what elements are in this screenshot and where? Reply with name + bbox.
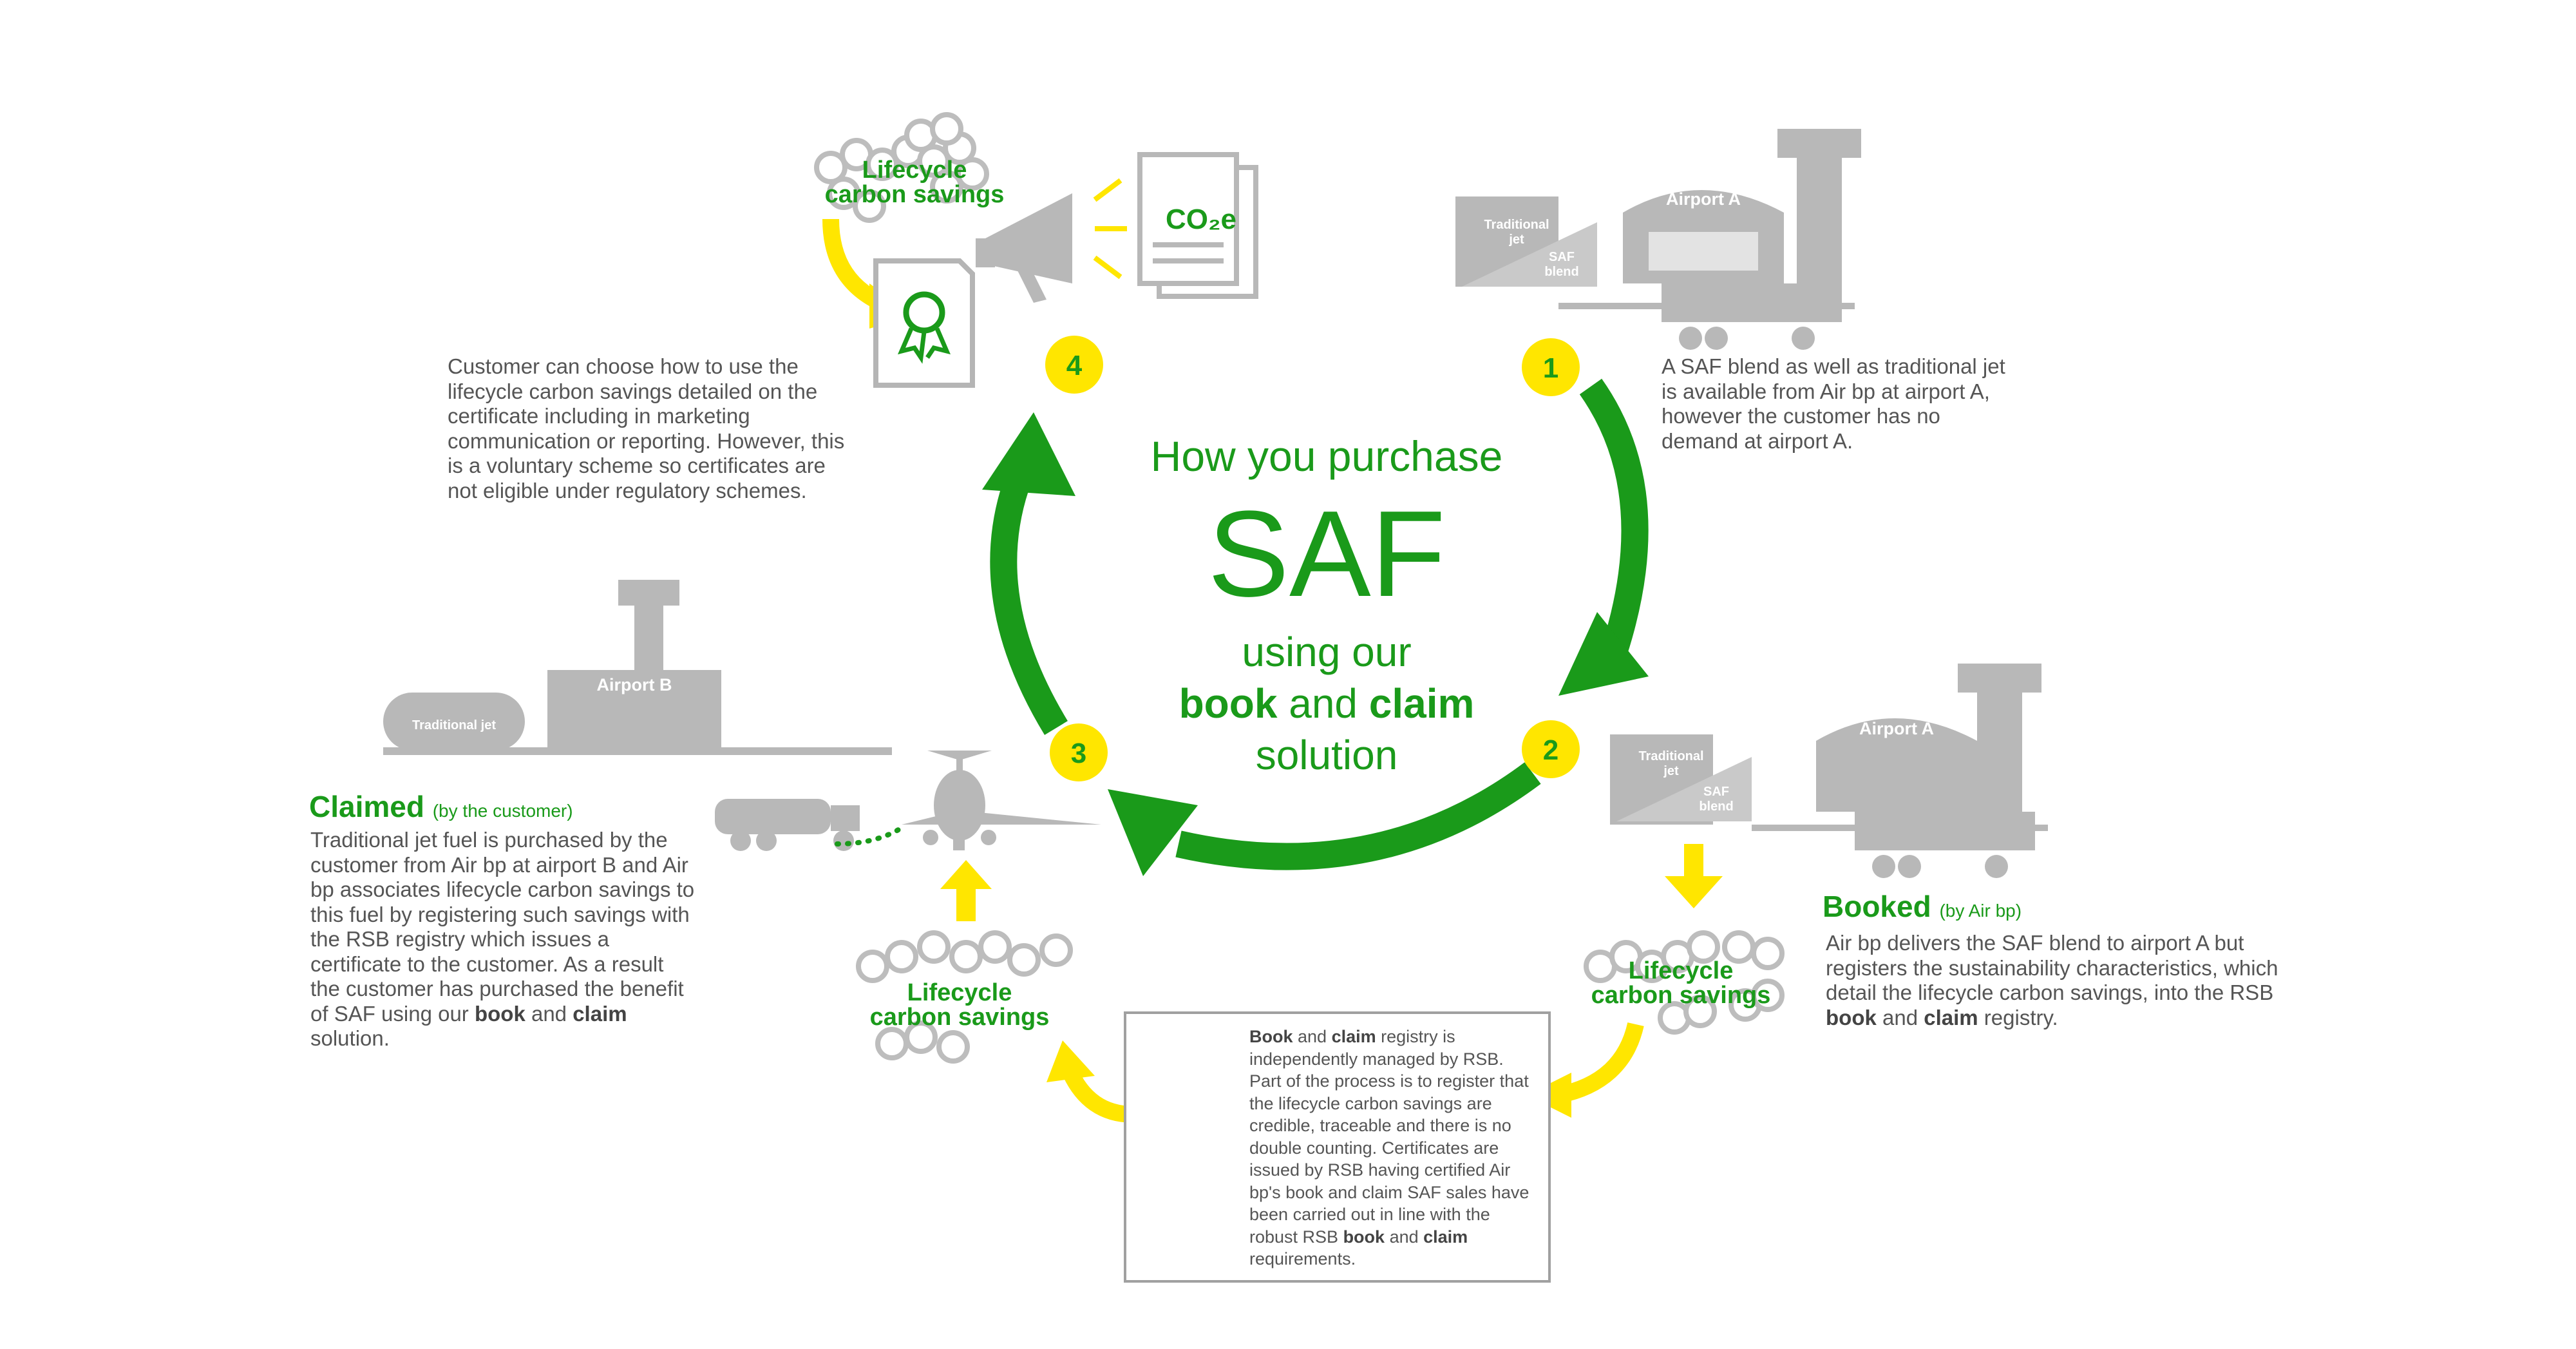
svg-text:jet: jet bbox=[1663, 764, 1679, 778]
announce-lines bbox=[1093, 178, 1127, 280]
title-claim: claim bbox=[1368, 680, 1475, 727]
molecule-cluster-right bbox=[1584, 930, 1785, 1035]
airport-b-illustration: Traditional jet Airport B bbox=[383, 580, 892, 755]
cycle-arrowhead-2 bbox=[1558, 612, 1649, 696]
cycle-arrowhead-4 bbox=[982, 412, 1075, 496]
megaphone-icon bbox=[976, 193, 1072, 303]
registry-box bbox=[1124, 1011, 1551, 1283]
airplane-icon bbox=[902, 751, 1101, 850]
title-line-5: solution bbox=[1255, 732, 1398, 778]
award-ribbon-icon bbox=[903, 291, 945, 334]
cycle-arc-1-to-2 bbox=[1579, 378, 1649, 668]
step-circle-4: 4 bbox=[1045, 336, 1103, 394]
svg-text:SAF: SAF bbox=[1549, 250, 1575, 264]
svg-text:blend: blend bbox=[1544, 265, 1578, 279]
fuel-dotted-line bbox=[835, 825, 904, 847]
fuel-truck-b bbox=[715, 799, 860, 851]
step-number-4: 4 bbox=[1066, 350, 1083, 381]
step1-description: A SAF blend as well as traditional jet i… bbox=[1662, 354, 2005, 453]
svg-text:Traditional: Traditional bbox=[1484, 218, 1549, 232]
title-line-3: using our bbox=[1242, 629, 1412, 675]
svg-text:SAF: SAF bbox=[1703, 785, 1729, 799]
step2-description: Air bp delivers the SAF blend to airport… bbox=[1826, 931, 2278, 1029]
step4-description: Customer can choose how to use the lifec… bbox=[448, 354, 845, 502]
title-line-1: How you purchase bbox=[1150, 432, 1503, 480]
step-circle-3: 3 bbox=[1050, 723, 1108, 781]
cycle-arrows bbox=[982, 378, 1649, 876]
control-tower-b bbox=[618, 580, 679, 606]
step3-description: Traditional jet fuel is purchased by the… bbox=[310, 828, 695, 1050]
svg-text:jet: jet bbox=[1508, 233, 1524, 247]
saf-blend-tank-top bbox=[1462, 222, 1597, 287]
svg-text:CO₂e: CO₂e bbox=[1166, 204, 1236, 235]
cycle-arrowhead-3 bbox=[1108, 789, 1198, 876]
traditional-jet-tank-b bbox=[383, 693, 525, 751]
yellow-curve-arrow-right bbox=[1557, 1022, 1644, 1104]
svg-text:Airport B: Airport B bbox=[597, 675, 672, 694]
yellow-down-arrow bbox=[1665, 844, 1723, 908]
svg-text:blend: blend bbox=[1699, 799, 1733, 814]
step-number-1: 1 bbox=[1543, 352, 1558, 384]
step3-title: Claimed (by the customer) bbox=[309, 790, 573, 823]
registry-description: Book and claim registry is independently… bbox=[1249, 1027, 1530, 1268]
title-saf: SAF bbox=[1208, 486, 1446, 622]
step-circle-2: 2 bbox=[1522, 720, 1580, 778]
step2-title: Booked (by Air bp) bbox=[1823, 890, 2022, 923]
step-number-2: 2 bbox=[1543, 734, 1558, 766]
molecule-cluster-left bbox=[856, 930, 1073, 1064]
airport-a-top-illustration: Traditional jet SAF blend Airport A bbox=[1455, 129, 1861, 350]
svg-text:Traditional: Traditional bbox=[1638, 749, 1703, 763]
cycle-arc-2-to-3 bbox=[1175, 762, 1541, 870]
step-number-3: 3 bbox=[1071, 738, 1086, 769]
molecule-cluster-top bbox=[814, 112, 989, 223]
title-line-4: book and claim bbox=[1108, 680, 1546, 727]
yellow-up-arrow bbox=[940, 860, 992, 921]
svg-text:Traditional jet: Traditional jet bbox=[412, 718, 496, 732]
co2e-document-icon: CO₂e bbox=[1137, 152, 1258, 299]
airport-a-bottom-illustration: Traditional jet SAF blend Airport A bbox=[1610, 664, 2048, 878]
certificate-icon-top bbox=[873, 258, 975, 388]
control-tower-top bbox=[1777, 129, 1861, 158]
title-book: book bbox=[1179, 680, 1278, 727]
step-circle-1: 1 bbox=[1522, 338, 1580, 396]
svg-text:Airport A: Airport A bbox=[1859, 719, 1934, 738]
svg-text:Airport A: Airport A bbox=[1666, 189, 1741, 209]
title-and: and bbox=[1277, 680, 1369, 727]
